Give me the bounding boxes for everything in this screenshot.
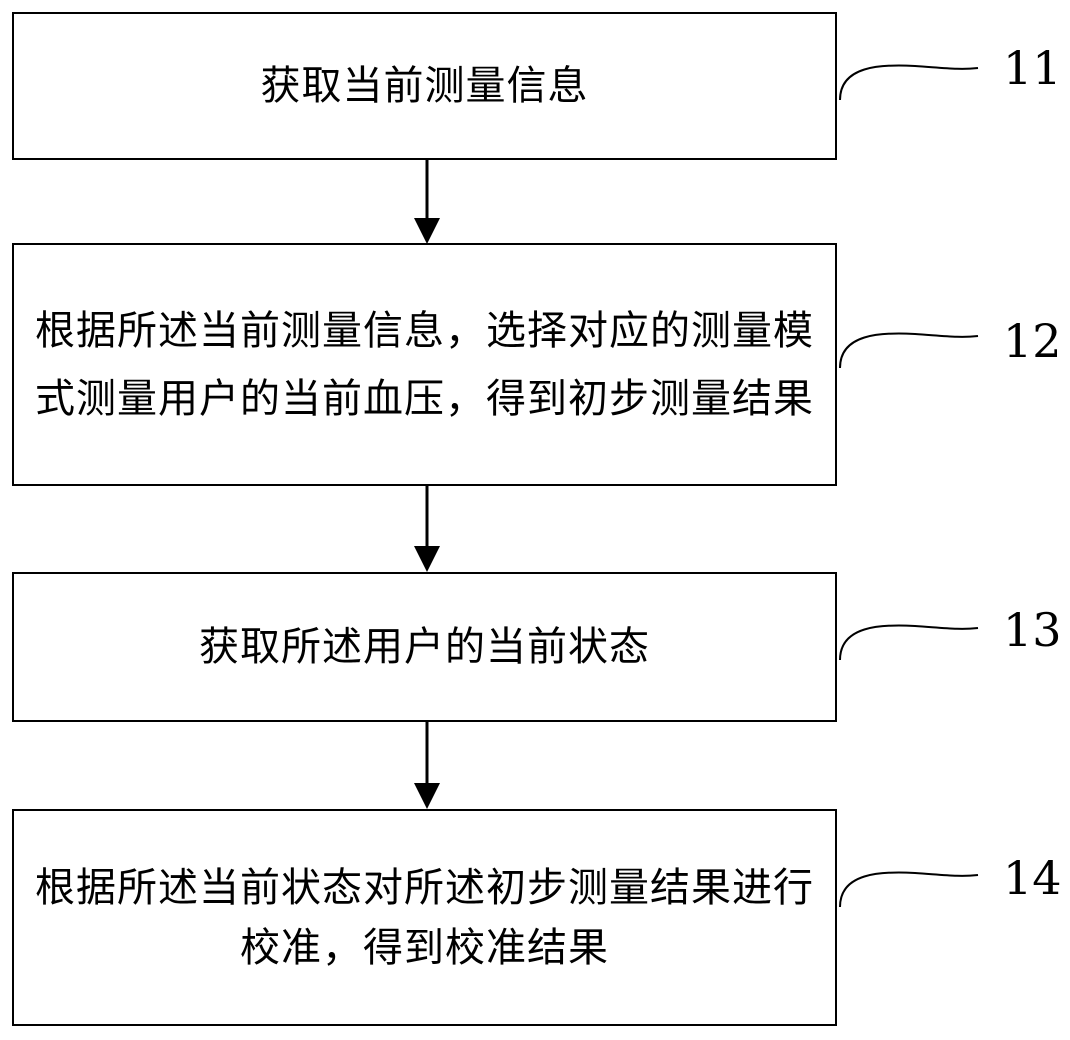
leader-line-14 xyxy=(840,872,978,907)
leader-line-13 xyxy=(840,625,978,660)
step-number-14: 14 xyxy=(1003,855,1062,901)
leader-line-12 xyxy=(840,333,978,368)
flow-arrow-12-13 xyxy=(414,486,440,572)
step-number-12: 12 xyxy=(1003,318,1062,364)
flow-arrow-13-14 xyxy=(414,722,440,809)
step-number-13: 13 xyxy=(1003,607,1062,653)
step-number-11: 11 xyxy=(1003,45,1062,91)
leader-line-11 xyxy=(840,65,978,100)
flow-arrow-11-12 xyxy=(414,160,440,244)
